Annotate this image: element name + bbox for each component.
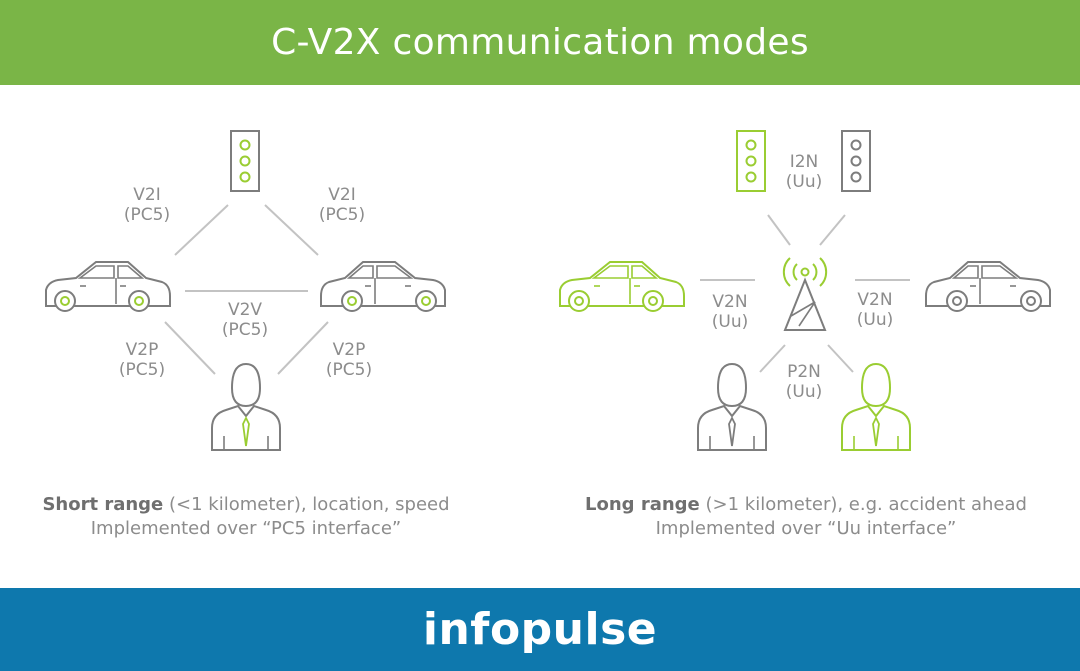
- car-icon: [559, 261, 685, 312]
- label-v2p-left: V2P(PC5): [118, 340, 166, 380]
- right-connection-lines: [700, 214, 910, 373]
- label-v2n-right: V2N(Uu): [856, 290, 894, 330]
- caption-short-range: Short range (<1 kilometer), location, sp…: [42, 494, 450, 539]
- header-banner: C-V2X communication modes: [0, 0, 1080, 85]
- label-v2i-left: V2I(PC5): [123, 185, 171, 225]
- page-title: C-V2X communication modes: [271, 22, 809, 63]
- car-icon: [925, 261, 1051, 312]
- label-v2p-right: V2P(PC5): [325, 340, 373, 380]
- label-i2n: I2N(Uu): [785, 152, 823, 192]
- caption-long-range: Long range (>1 kilometer), e.g. accident…: [585, 494, 1027, 539]
- pedestrian-icon: [697, 363, 767, 451]
- pedestrian-icon: [841, 363, 911, 451]
- traffic-light-icon: [230, 130, 260, 192]
- label-p2n: P2N(Uu): [785, 362, 823, 402]
- infopulse-logo: infopulse: [422, 604, 658, 655]
- left-connection-lines: [164, 204, 329, 375]
- cell-tower-icon: [782, 257, 828, 331]
- traffic-light-icon: [841, 130, 871, 192]
- car-icon: [45, 261, 171, 312]
- car-icon: [320, 261, 446, 312]
- label-v2i-right: V2I(PC5): [318, 185, 366, 225]
- label-v2v: V2V(PC5): [221, 300, 269, 340]
- traffic-light-icon: [736, 130, 766, 192]
- pedestrian-icon: [211, 363, 281, 451]
- diagram-canvas: [45, 130, 1051, 451]
- footer-banner: infopulse: [0, 588, 1080, 671]
- label-v2n-left: V2N(Uu): [711, 292, 749, 332]
